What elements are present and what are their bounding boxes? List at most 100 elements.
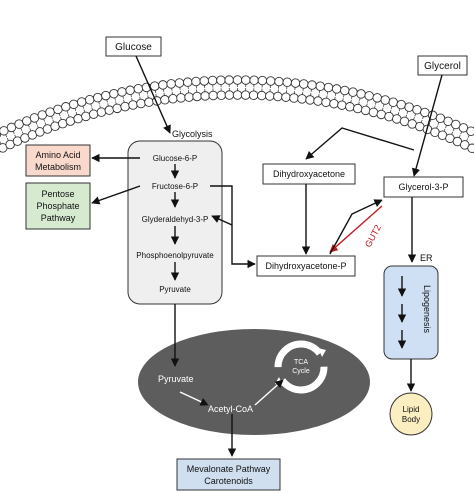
membrane-lipid-head bbox=[404, 102, 414, 112]
lipid-label-2: Body bbox=[402, 415, 420, 424]
tca-cycle-icon bbox=[274, 340, 328, 394]
membrane-lipid-head bbox=[101, 90, 111, 101]
membrane-lipid-head bbox=[133, 84, 144, 94]
arrow-glycerol-dha bbox=[305, 127, 415, 160]
membrane-lipid-head bbox=[412, 104, 422, 115]
phosphoenolpyruvate-label: Phosphoenolpyruvate bbox=[136, 251, 214, 260]
arrow-pyr-acoa bbox=[179, 391, 209, 406]
membrane-lipid-head bbox=[352, 103, 363, 114]
membrane-lipid-head bbox=[224, 75, 234, 85]
membrane-lipid-head bbox=[160, 95, 170, 105]
dihydroxyacetone-box bbox=[262, 163, 356, 185]
membrane-lipid-head bbox=[388, 97, 398, 107]
arrow-acoa-tca bbox=[254, 379, 284, 406]
membrane-lipid-head bbox=[216, 75, 226, 85]
membrane-lipid-head bbox=[368, 107, 379, 118]
membrane-lipid-head bbox=[184, 92, 194, 102]
membrane-lipid-head bbox=[76, 97, 87, 107]
membrane-lipid-head bbox=[208, 90, 218, 101]
fructose-6p-label: Fructose-6-P bbox=[152, 182, 198, 191]
membrane-lipid-head bbox=[372, 93, 382, 103]
membrane-lipid-head bbox=[289, 93, 299, 103]
dihydroxyacetone-p-label: Dihydroxyacetone-P bbox=[265, 261, 346, 271]
amino-acid-label-2: Metabolism bbox=[35, 162, 81, 172]
membrane-lipid-head bbox=[120, 101, 130, 112]
mevalonate-label-1: Mevalonate Pathway bbox=[187, 464, 271, 474]
membrane-lipid-head bbox=[466, 126, 474, 136]
membrane-lipid-head bbox=[467, 143, 474, 154]
membrane-lipid-head bbox=[53, 104, 63, 115]
membrane-lipid-head bbox=[128, 100, 138, 110]
amino-acid-label-1: Amino Acid bbox=[35, 150, 80, 160]
membrane-lipid-head bbox=[265, 91, 275, 101]
arrow-dhap-g3p bbox=[329, 199, 383, 255]
membrane-lipid-head bbox=[149, 81, 160, 91]
membrane-lipid-head bbox=[73, 113, 83, 124]
membrane-lipid-head bbox=[174, 78, 185, 88]
lipid-body bbox=[389, 392, 433, 436]
glucose-label: Glucose bbox=[115, 42, 152, 53]
membrane-lipid-head bbox=[176, 93, 186, 103]
membrane-lipid-head bbox=[331, 84, 342, 94]
membrane-lipid-head bbox=[136, 98, 146, 109]
membrane-lipid-head bbox=[241, 75, 251, 85]
membrane-lipid-head bbox=[299, 79, 309, 89]
membrane-lipid-head bbox=[315, 81, 326, 91]
membrane-lipid-head bbox=[37, 110, 48, 120]
membrane-lipid-head bbox=[81, 111, 91, 122]
membrane-lipid-head bbox=[224, 90, 235, 100]
membrane-lipid-head bbox=[360, 105, 371, 116]
acetyl-coa-label: Acetyl-CoA bbox=[208, 404, 253, 414]
membrane-lipid-head bbox=[68, 99, 79, 110]
membrane-lipid-head bbox=[199, 76, 210, 86]
membrane-lipid-head bbox=[305, 95, 315, 105]
tca-label-1: TCA bbox=[294, 359, 308, 366]
membrane-lipid-head bbox=[265, 76, 276, 86]
membrane-lipid-head bbox=[45, 107, 55, 117]
membrane-lipid-head bbox=[323, 82, 334, 93]
membrane-lipid-head bbox=[282, 77, 293, 88]
arrow-glycerol-in bbox=[411, 74, 443, 177]
glucose-box bbox=[105, 36, 162, 57]
membrane-lipid-head bbox=[112, 103, 122, 114]
membrane-lipid-head bbox=[125, 85, 135, 96]
membrane-lipid-head bbox=[273, 91, 283, 102]
er-label: ER bbox=[420, 253, 433, 263]
tca-label-2: Cycle bbox=[292, 368, 310, 375]
membrane-lipid-head bbox=[364, 91, 374, 101]
membrane-lipid-head bbox=[307, 80, 317, 90]
membrane-lipid-head bbox=[340, 85, 350, 96]
membrane-lipid-head bbox=[232, 90, 243, 100]
membrane-lipid-head bbox=[109, 88, 119, 99]
membrane-lipid-head bbox=[376, 109, 387, 120]
membrane-lipid-head bbox=[380, 95, 390, 105]
membrane-lipid-head bbox=[168, 94, 178, 104]
lipogenesis-label: Lipogenesis bbox=[422, 285, 432, 334]
membrane-lipid-head bbox=[313, 96, 323, 106]
membrane-lipid-head bbox=[321, 97, 331, 108]
pentose-box bbox=[25, 182, 91, 230]
membrane-lipid-head bbox=[104, 105, 115, 115]
membrane-lipid-head bbox=[356, 89, 366, 99]
membrane-lipid-head bbox=[232, 75, 243, 85]
membrane-lipid-head bbox=[240, 90, 251, 100]
membrane-lipid-head bbox=[420, 107, 430, 118]
membrane-lipid-head bbox=[256, 90, 267, 101]
membrane-lipid-head bbox=[257, 75, 268, 86]
membrane-lipid-head bbox=[249, 75, 259, 86]
arrow-glucose-in bbox=[135, 55, 171, 134]
membrane-lipid-head bbox=[248, 90, 259, 101]
gut2-label: GUT2 bbox=[363, 223, 383, 249]
membrane-lipid-head bbox=[281, 92, 291, 102]
membrane-lipid-head bbox=[297, 94, 307, 104]
membrane-lipid-head bbox=[61, 102, 71, 112]
membrane-lipid-head bbox=[396, 99, 406, 110]
membrane-lipid-head bbox=[274, 76, 284, 87]
membrane-lipid-head bbox=[166, 79, 176, 89]
pyruvate-label: Pyruvate bbox=[159, 285, 191, 294]
glycerol-box bbox=[417, 55, 468, 76]
arrow-dhap-gap bbox=[211, 215, 233, 226]
pentose-label-1: Pentose bbox=[41, 189, 74, 199]
